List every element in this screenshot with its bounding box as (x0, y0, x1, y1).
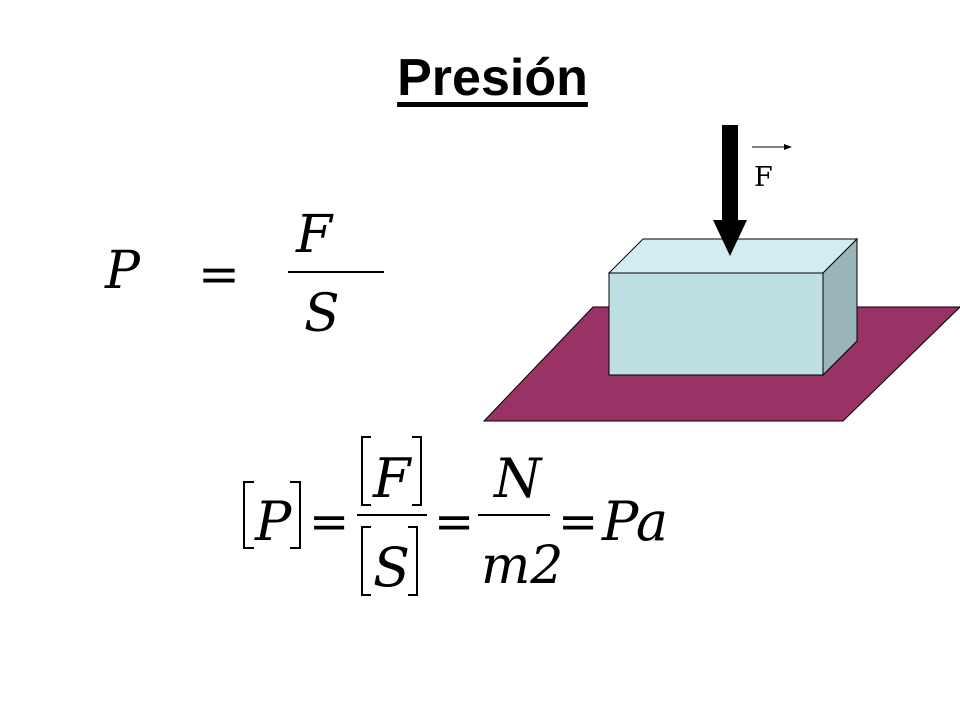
units-eq3: = (558, 494, 598, 550)
units-lhs: P (254, 490, 293, 553)
units-unit-denominator: m2 (481, 536, 563, 596)
force-arrow (713, 125, 747, 256)
force-vector-label: F (752, 144, 792, 193)
formula-denominator: S (304, 284, 340, 344)
title-text: Presión (397, 49, 588, 107)
units-denominator: S (373, 536, 410, 599)
formula-equals: = (198, 245, 240, 303)
formula-lhs: P (104, 241, 141, 301)
block (607, 237, 859, 377)
units-eq2: = (434, 494, 474, 550)
definition-formula: P = F S (104, 205, 384, 344)
unit-s-brackets (361, 526, 418, 596)
vector-arrow-tip (784, 144, 792, 150)
slide-title: Presión (0, 52, 960, 104)
unit-p-bracket-left (243, 481, 254, 549)
block-front-face (608, 272, 824, 376)
units-numerator: F (372, 447, 413, 510)
force-label: F (754, 162, 773, 193)
force-arrow-head (713, 220, 747, 256)
unit-p-bracket-right (290, 481, 301, 549)
units-formula: P = F S = N m2 = Pa (243, 436, 668, 599)
force-arrow-shaft (722, 125, 738, 223)
formula-numerator: F (295, 205, 334, 265)
units-unit-numerator: N (492, 447, 543, 510)
units-result: Pa (601, 490, 668, 553)
units-eq1: = (309, 494, 349, 550)
unit-f-brackets (361, 436, 422, 506)
